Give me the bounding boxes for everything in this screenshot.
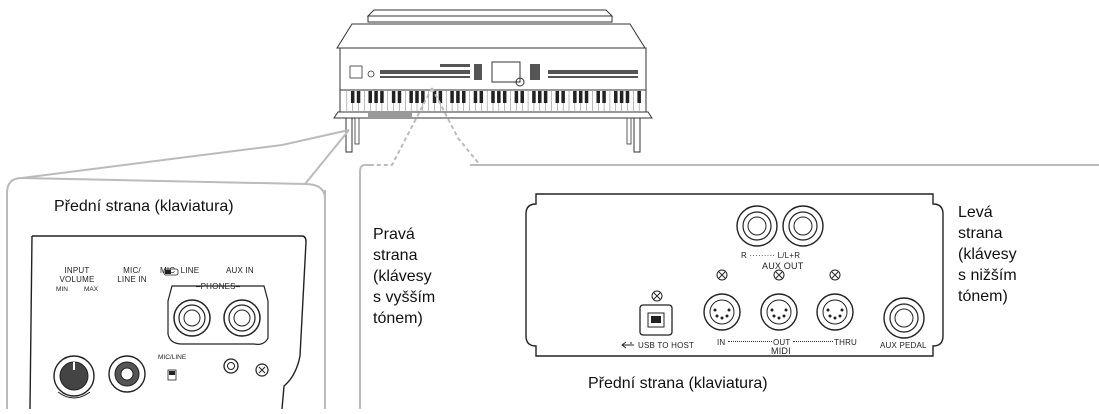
black-key	[350, 91, 355, 103]
usb-to-host-label: USB TO HOST	[638, 341, 695, 350]
black-key	[578, 91, 583, 103]
left-jack-panel	[24, 226, 316, 410]
black-key	[619, 91, 624, 103]
screw-icon	[651, 269, 841, 302]
mic-line-switch-top[interactable]	[163, 268, 179, 276]
screw-icon	[255, 363, 269, 377]
black-key	[584, 91, 589, 103]
black-key	[520, 91, 524, 103]
black-key	[555, 91, 560, 103]
black-key	[368, 91, 372, 103]
input-volume-label: INPUT VOLUME	[59, 266, 95, 284]
black-key	[497, 91, 501, 103]
rear-panel-drawing	[525, 193, 944, 357]
phones-jack-2[interactable]	[223, 299, 261, 337]
black-key	[473, 91, 478, 103]
black-key	[514, 91, 519, 103]
bottom-caption: Přední strana (klaviatura)	[588, 375, 768, 392]
black-key	[532, 91, 536, 103]
usb-icon	[621, 341, 634, 349]
phones-label: –PHONES–	[196, 282, 241, 291]
aux-out-r-jack[interactable]	[736, 205, 778, 247]
aux-out-label: AUX OUT	[762, 261, 804, 271]
black-key	[374, 91, 378, 103]
mic-line-in-jack[interactable]	[108, 355, 146, 393]
black-key	[421, 91, 425, 103]
left-side-label: Levá strana (klávesy s nižším tónem)	[958, 204, 1017, 305]
black-key	[602, 91, 606, 103]
black-key	[614, 91, 618, 103]
black-key	[409, 91, 413, 103]
midi-dots-1	[728, 341, 772, 342]
mic-line-switch-bottom-label: MIC/LINE	[158, 354, 187, 361]
midi-out-label: OUT	[773, 338, 791, 347]
aux-out-channels-label: R ········· L/L+R	[741, 251, 801, 260]
right-side-label: Pravá strana (klávesy s vyšším tónem)	[373, 226, 436, 327]
aux-pedal-jack[interactable]	[883, 297, 925, 339]
black-key	[450, 91, 454, 103]
black-key	[479, 91, 484, 103]
black-key	[561, 91, 565, 103]
left-callout-title: Přední strana (klaviatura)	[54, 198, 234, 215]
black-key	[543, 91, 548, 103]
black-key	[462, 91, 466, 103]
min-label: MIN	[56, 286, 68, 293]
usb-to-host-port[interactable]	[639, 304, 673, 336]
black-key	[637, 91, 641, 103]
midi-in-label: IN	[717, 338, 726, 347]
jack-panel-drawing	[29, 235, 307, 410]
phones-jack-1[interactable]	[173, 299, 211, 337]
midi-thru-port[interactable]	[816, 293, 854, 331]
black-key	[356, 91, 361, 103]
aux-in-jack[interactable]	[223, 358, 239, 374]
mic-line-switch-bottom[interactable]	[167, 369, 177, 381]
aux-out-l-jack[interactable]	[782, 205, 824, 247]
black-key	[502, 91, 507, 103]
input-volume-knob[interactable]	[53, 355, 95, 399]
black-key	[538, 91, 542, 103]
midi-out-port[interactable]	[760, 293, 798, 331]
black-key	[391, 91, 396, 103]
black-key	[625, 91, 630, 103]
midi-label: MIDI	[771, 346, 791, 356]
midi-in-port[interactable]	[703, 293, 741, 331]
black-key	[438, 91, 443, 103]
midi-thru-label: THRU	[834, 338, 858, 347]
black-key	[397, 91, 402, 103]
black-key	[380, 91, 384, 103]
aux-in-label: AUX IN	[226, 266, 254, 275]
black-key	[456, 91, 460, 103]
midi-dots-2	[793, 341, 833, 342]
black-key	[415, 91, 419, 103]
rear-jack-panel	[522, 190, 947, 360]
black-key	[432, 91, 437, 103]
mic-line-switch-top-label: MIC LINE	[160, 266, 200, 275]
mic-line-in-label: MIC/ LINE IN	[117, 266, 147, 284]
black-key	[573, 91, 577, 103]
aux-pedal-label: AUX PEDAL	[880, 341, 927, 350]
black-key	[491, 91, 495, 103]
max-label: MAX	[84, 286, 99, 293]
black-key	[596, 91, 600, 103]
